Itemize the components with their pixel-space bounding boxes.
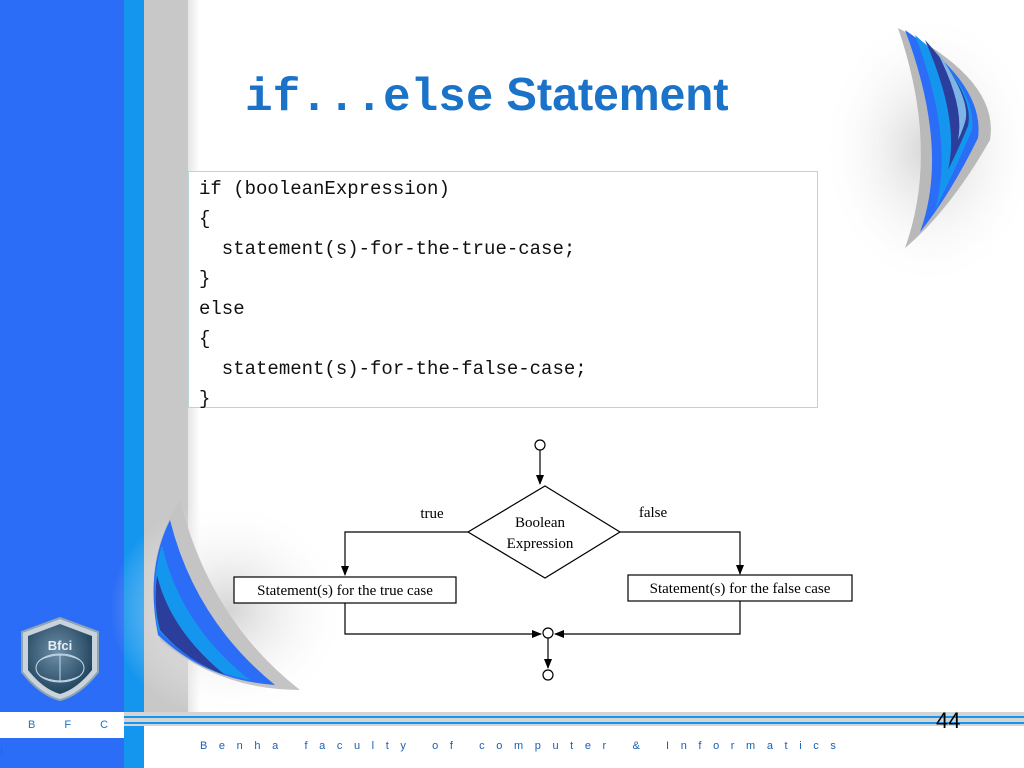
false-merge-arrow [555, 601, 740, 634]
bottom-rule [124, 722, 1024, 724]
false-statement-label: Statement(s) for the false case [650, 581, 831, 597]
decision-label-line2: Expression [507, 536, 574, 552]
false-branch-arrow [620, 532, 740, 574]
false-label: false [639, 505, 668, 521]
footer-text: Benha faculty of computer & Informatics [200, 740, 847, 752]
true-label: true [420, 506, 444, 522]
decision-diamond [468, 486, 620, 578]
true-merge-arrow [345, 603, 541, 634]
merge-node [543, 628, 553, 638]
true-branch-arrow [345, 532, 468, 575]
start-node [535, 440, 545, 450]
bottom-rule [124, 716, 1024, 718]
decision-label-line1: Boolean [515, 515, 565, 531]
side-brand-label: B F C I [0, 712, 124, 738]
page-number: 44 [936, 708, 960, 734]
end-node [543, 670, 553, 680]
true-statement-label: Statement(s) for the true case [257, 583, 433, 599]
